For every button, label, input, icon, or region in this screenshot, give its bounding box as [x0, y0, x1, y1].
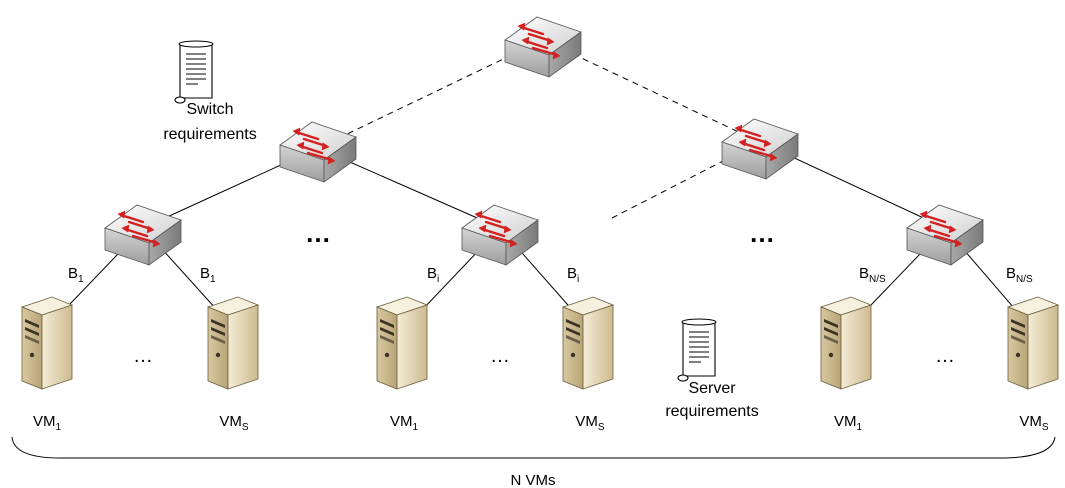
- link-bandwidth-label: BN/S: [1006, 265, 1033, 285]
- server-ellipsis: …: [935, 345, 955, 367]
- switch-requirements-label-line2: requirements: [163, 126, 256, 143]
- server-icon: [21, 296, 73, 390]
- server-ellipsis: …: [133, 345, 153, 367]
- link-bandwidth-label: BN/S: [859, 265, 886, 285]
- vm-label: VM1: [834, 413, 863, 433]
- group-ellipsis: …: [749, 218, 775, 248]
- vm-label: VMS: [575, 413, 605, 433]
- server-icon: [1007, 296, 1059, 390]
- link-bandwidth-label: Bi: [567, 265, 579, 285]
- aggregation-switch-icon: [278, 120, 358, 184]
- vm-label: VMS: [219, 413, 249, 433]
- aggregation-switch-icon: [720, 117, 800, 181]
- link-bandwidth-label: Bi: [427, 265, 439, 285]
- link-bandwidth-label: B1: [68, 265, 84, 285]
- scroll-document-icon: [174, 40, 214, 104]
- server-icon: [562, 296, 614, 390]
- total-vms-label: N VMs: [511, 472, 556, 488]
- vm-label: VM1: [390, 413, 419, 433]
- link-bandwidth-label: B1: [200, 265, 216, 285]
- server-icon: [376, 296, 428, 390]
- link-root-right: [542, 39, 761, 143]
- link-root-left: [317, 39, 544, 149]
- server-icon: [820, 296, 872, 390]
- switch-requirements-label-line1: Switch: [186, 101, 233, 118]
- server-ellipsis: …: [490, 345, 510, 367]
- group-ellipsis: …: [305, 218, 331, 248]
- root-switch-icon: [503, 15, 583, 79]
- scroll-document-icon: [677, 318, 717, 382]
- vm-label: VM1: [33, 413, 62, 433]
- vm-label: VMS: [1019, 413, 1049, 433]
- server-icon: [207, 296, 259, 390]
- link-aggregate-dashed: [611, 141, 761, 219]
- total-brace: [11, 436, 1056, 459]
- server-requirements-label-line1: Server: [688, 380, 736, 397]
- server-requirements-label-line2: requirements: [665, 403, 758, 420]
